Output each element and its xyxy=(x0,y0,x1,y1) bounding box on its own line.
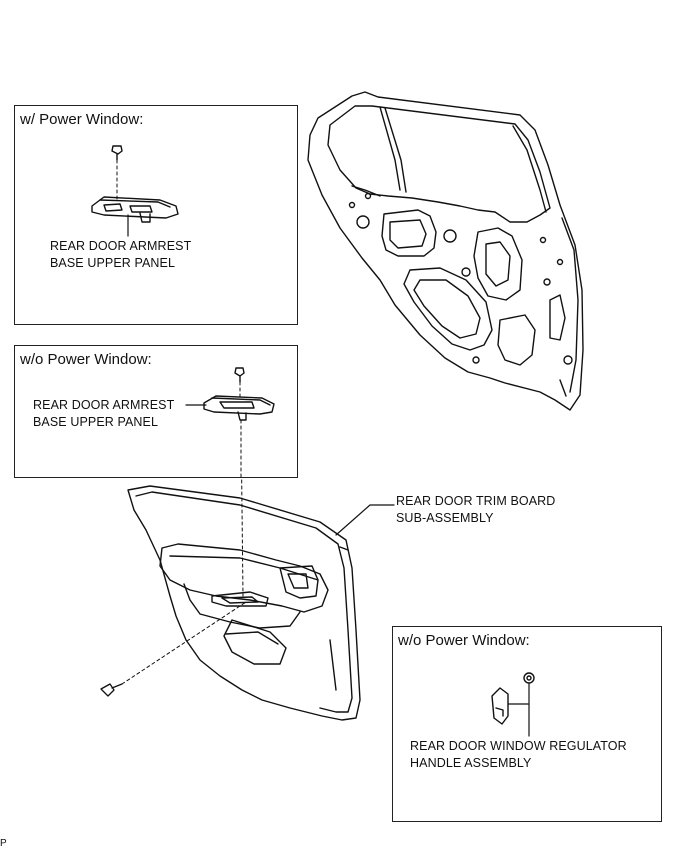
box-without-power-window-armrest: w/o Power Window: xyxy=(14,345,298,478)
label-regulator-handle: REAR DOOR WINDOW REGULATOR HANDLE ASSEMB… xyxy=(410,739,627,770)
armrest-power-overlay xyxy=(91,145,179,237)
box-title-nopower-armrest: w/o Power Window: xyxy=(20,351,152,368)
rear-door-frame-illustration xyxy=(307,91,584,411)
trim-board-screw-illustration xyxy=(100,683,123,697)
screw-guideline-trim xyxy=(121,601,247,685)
footer-code: P xyxy=(0,838,7,849)
label-armrest-nopower: REAR DOOR ARMREST BASE UPPER PANEL xyxy=(33,398,175,429)
box-with-power-window: w/ Power Window: xyxy=(14,105,298,325)
panel-guideline-to-trim xyxy=(240,419,244,597)
regulator-handle-overlay xyxy=(491,672,535,737)
box-title-power: w/ Power Window: xyxy=(20,111,144,128)
box-title-nopower-handle: w/o Power Window: xyxy=(398,632,530,649)
label-trim-board: REAR DOOR TRIM BOARD SUB-ASSEMBLY xyxy=(396,494,556,525)
armrest-nopower-overlay xyxy=(185,367,275,479)
label-armrest-power: REAR DOOR ARMREST BASE UPPER PANEL xyxy=(50,239,192,270)
box-without-power-window-handle: w/o Power Window: xyxy=(392,626,662,822)
leader-trim-board xyxy=(335,504,395,536)
